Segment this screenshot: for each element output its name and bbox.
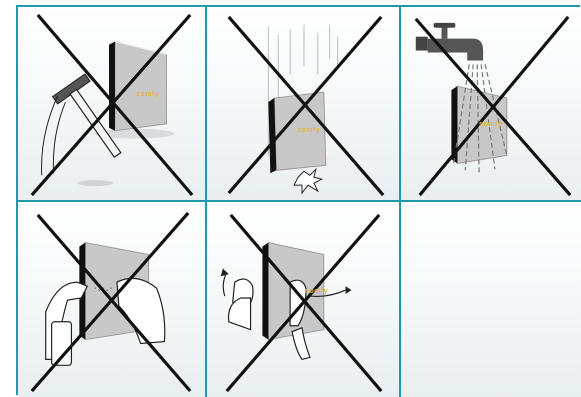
panel-no-removal: somfy bbox=[207, 202, 401, 397]
warning-grid: somfy somfy bbox=[16, 5, 580, 395]
brand-logo: somfy bbox=[479, 121, 502, 128]
panel-no-impact: somfy bbox=[18, 7, 207, 202]
hands-removing-icon bbox=[207, 202, 399, 397]
panel-no-drop: somfy bbox=[207, 7, 401, 202]
panel-empty bbox=[401, 202, 581, 397]
faucet-icon bbox=[401, 7, 581, 200]
hammer-icon bbox=[18, 7, 205, 200]
brand-logo: somfy bbox=[297, 127, 320, 134]
panel-no-spray bbox=[18, 202, 207, 397]
falling-device-icon bbox=[207, 7, 399, 200]
brand-logo: somfy bbox=[136, 91, 159, 98]
panel-no-water: somfy bbox=[401, 7, 581, 202]
brand-logo: somfy bbox=[305, 288, 328, 295]
spray-bottle-icon bbox=[18, 202, 205, 397]
